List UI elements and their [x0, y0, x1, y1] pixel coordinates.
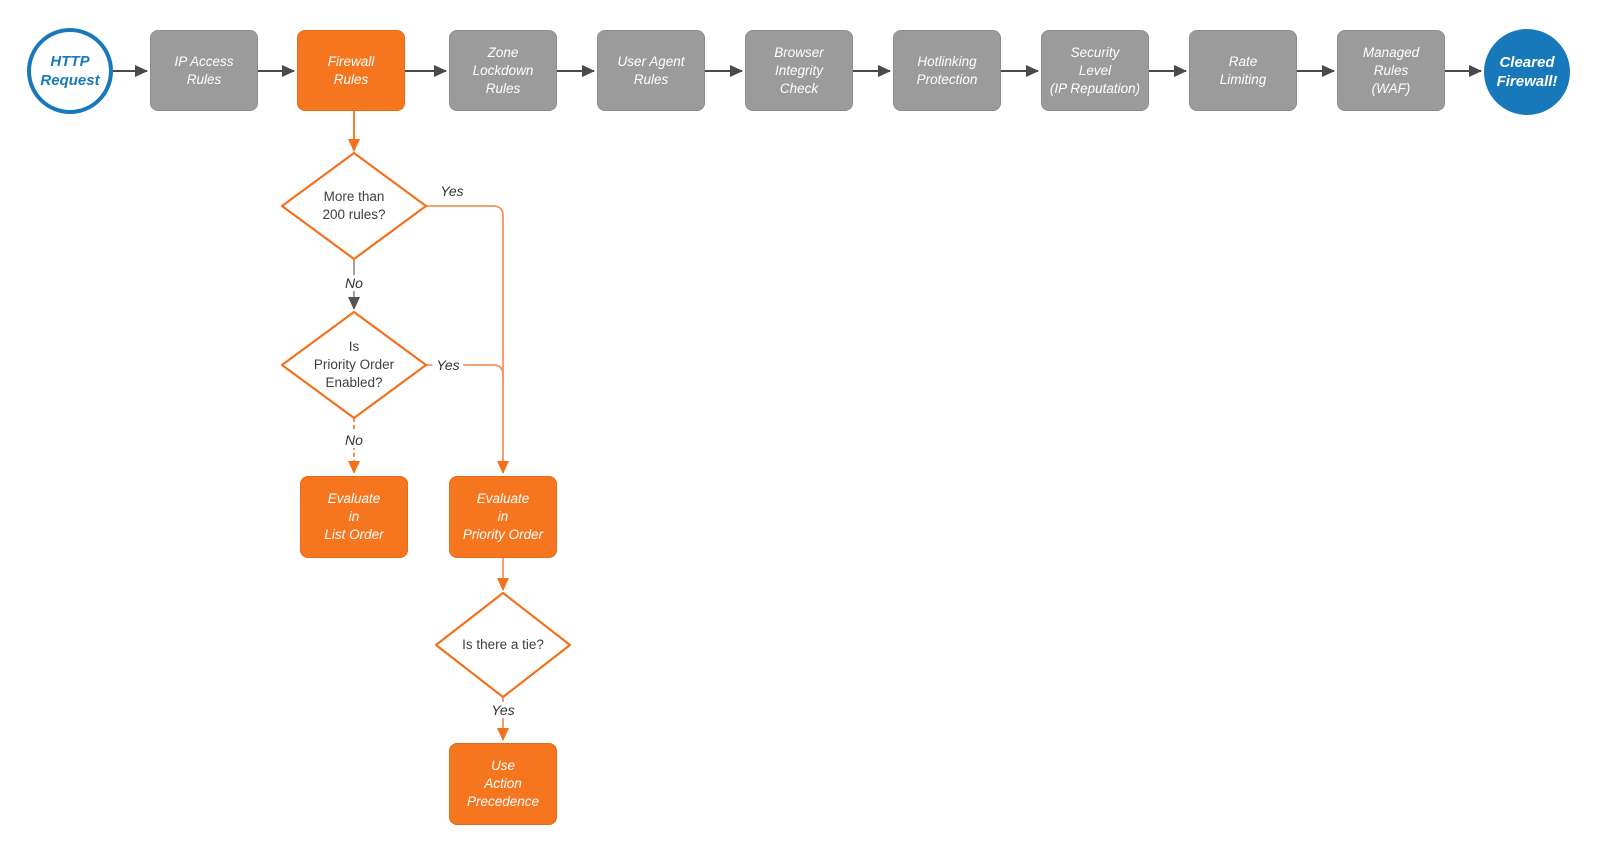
start-node-http-request: HTTP Request	[27, 28, 113, 114]
connector-decision-priority-yes-merge	[426, 364, 504, 376]
decision-priority-enabled-label: Is Priority Order Enabled?	[313, 339, 395, 390]
decision-priority-enabled-shape	[280, 310, 428, 420]
stage-user-agent-rules: User Agent Rules	[597, 30, 705, 111]
yes-label-200-rules: Yes	[440, 183, 464, 199]
stage-managed-rules-waf: Managed Rules (WAF)	[1337, 30, 1445, 111]
node-use-action-precedence: Use Action Precedence	[449, 743, 557, 825]
stage-rate-limiting: Rate Limiting	[1189, 30, 1297, 111]
decision-tie-label: Is there a tie?	[462, 637, 544, 652]
end-node-cleared-firewall: Cleared Firewall!	[1484, 29, 1570, 115]
stage-firewall-rules: Firewall Rules	[297, 30, 405, 111]
no-label-priority-enabled: No	[341, 432, 367, 448]
stage-hotlinking-protection: Hotlinking Protection	[893, 30, 1001, 111]
yes-label-priority-enabled: Yes	[432, 357, 464, 373]
decision-200-rules-label: More than 200 rules?	[322, 189, 386, 222]
stage-browser-integrity-check: Browser Integrity Check	[745, 30, 853, 111]
decision-tie-shape	[434, 591, 572, 699]
connector-decision-200-yes-to-priority	[426, 205, 509, 474]
node-evaluate-list-order: Evaluate in List Order	[300, 476, 408, 558]
yes-label-tie: Yes	[487, 702, 519, 718]
no-label-200-rules: No	[341, 275, 367, 291]
stage-security-level: Security Level (IP Reputation)	[1041, 30, 1149, 111]
decision-200-rules-shape	[280, 151, 428, 261]
stage-zone-lockdown-rules: Zone Lockdown Rules	[449, 30, 557, 111]
node-evaluate-priority-order: Evaluate in Priority Order	[449, 476, 557, 558]
stage-ip-access-rules: IP Access Rules	[150, 30, 258, 111]
